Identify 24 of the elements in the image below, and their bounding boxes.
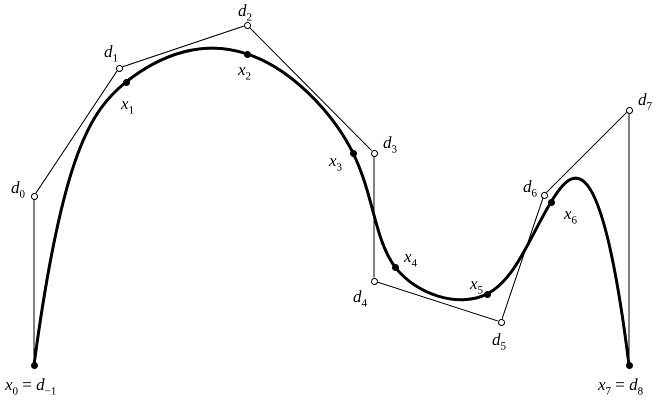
point-label: x$_{2}$ <box>238 61 252 82</box>
point-label: x$_{3}$ <box>329 152 342 174</box>
control-polygon-line <box>376 282 498 322</box>
control-polygon-line <box>35 70 118 194</box>
control-polygon-line <box>546 112 628 194</box>
point-label: d$_{4}$ <box>353 288 367 310</box>
point-label: x$_{6}$ <box>564 205 578 226</box>
control-polygon-line <box>502 198 544 320</box>
point-label: d$_{3}$ <box>383 134 397 156</box>
point-label: x$_{5}$ <box>470 275 484 296</box>
point-label: x$_{7}$ = d$_{8}$ <box>598 376 644 398</box>
point-label: d$_{2}$ <box>238 2 252 24</box>
point-label: d$_{0}$ <box>11 179 25 200</box>
point-label: d$_{7}$ <box>638 91 652 112</box>
point-label: x$_{1}$ <box>121 95 134 116</box>
point-label: x$_{0}$ = d$_{−1}$ <box>5 376 56 398</box>
spline-curve-segment <box>550 176 630 366</box>
point-label: d$_{5}$ <box>492 331 506 352</box>
point-label: d$_{1}$ <box>104 43 118 64</box>
point-label: x$_{4}$ <box>404 248 418 270</box>
spline-curve-segment <box>125 46 248 84</box>
control-polygon-line <box>122 26 244 68</box>
point-label: d$_{6}$ <box>523 178 537 200</box>
control-polygon-line <box>248 26 372 152</box>
